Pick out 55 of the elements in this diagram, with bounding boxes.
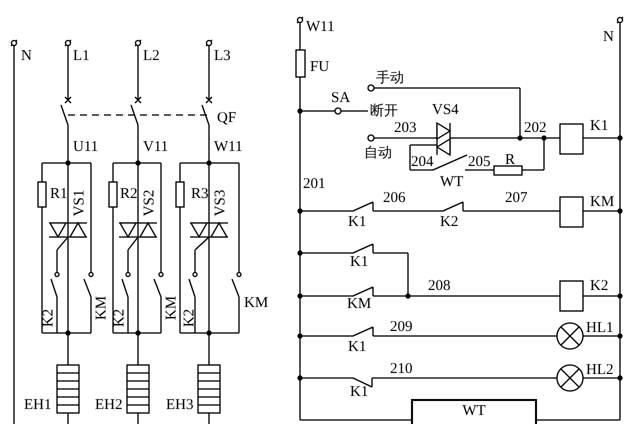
component-label: HL2 bbox=[586, 363, 614, 378]
terminal-label: L1 bbox=[73, 49, 90, 64]
switch-position-label: 手动 bbox=[376, 71, 404, 85]
component-label: VS3 bbox=[214, 190, 228, 216]
component-label: K1 bbox=[350, 255, 368, 270]
component-label: HL1 bbox=[586, 321, 614, 336]
switch-position-label: 自动 bbox=[364, 146, 392, 160]
wire-number: 201 bbox=[303, 177, 326, 192]
component-label: EH2 bbox=[95, 398, 122, 413]
component-label: WT bbox=[440, 175, 464, 190]
component-label: EH1 bbox=[24, 398, 52, 413]
component-label: K1 bbox=[348, 215, 366, 230]
terminal-label: W11 bbox=[306, 20, 335, 35]
terminal-label: L2 bbox=[143, 49, 160, 64]
component-label: QF bbox=[217, 111, 236, 126]
wire-number: 204 bbox=[411, 155, 434, 170]
terminal-label: L3 bbox=[214, 49, 231, 64]
component-label: EH3 bbox=[166, 398, 194, 413]
terminal-label: U11 bbox=[73, 140, 98, 155]
component-label: VS2 bbox=[142, 190, 158, 216]
terminal-label: W11 bbox=[214, 140, 243, 155]
wire-number: 206 bbox=[383, 191, 406, 206]
component-label: SA bbox=[331, 91, 350, 106]
component-label: K1 bbox=[350, 385, 368, 400]
component-label: R3 bbox=[191, 187, 209, 202]
wire-number: 202 bbox=[524, 121, 546, 136]
component-label: R1 bbox=[50, 187, 68, 202]
component-label: KM bbox=[244, 296, 268, 311]
wire-number: 208 bbox=[428, 279, 450, 294]
wire-number: 203 bbox=[394, 121, 416, 136]
box-title: WT bbox=[462, 404, 486, 419]
component-label: VS4 bbox=[432, 103, 459, 118]
wire-number: 209 bbox=[390, 320, 412, 335]
component-label: K2 bbox=[42, 308, 56, 328]
component-label: K2 bbox=[440, 215, 458, 230]
component-label: KM bbox=[94, 296, 110, 320]
component-label: R bbox=[505, 153, 516, 168]
switch-position-label: 断开 bbox=[370, 104, 398, 118]
component-label: FU bbox=[310, 60, 330, 75]
component-label: K1 bbox=[590, 119, 608, 134]
wire-number: 210 bbox=[390, 362, 412, 377]
component-label: KM bbox=[164, 296, 180, 320]
wire-number: 205 bbox=[468, 155, 490, 170]
terminal-label: V11 bbox=[143, 140, 168, 155]
wire-number: 207 bbox=[505, 191, 528, 206]
component-label: K2 bbox=[112, 308, 128, 328]
component-label: K2 bbox=[590, 279, 608, 294]
component-label: K1 bbox=[348, 340, 366, 355]
component-label: K2 bbox=[182, 308, 198, 328]
component-label: VS1 bbox=[72, 190, 88, 216]
component-label: R2 bbox=[120, 187, 138, 202]
terminal-label: N bbox=[603, 30, 614, 45]
component-label: KM bbox=[590, 195, 614, 210]
terminal-label: N bbox=[21, 49, 32, 64]
component-label: KM bbox=[347, 297, 372, 312]
